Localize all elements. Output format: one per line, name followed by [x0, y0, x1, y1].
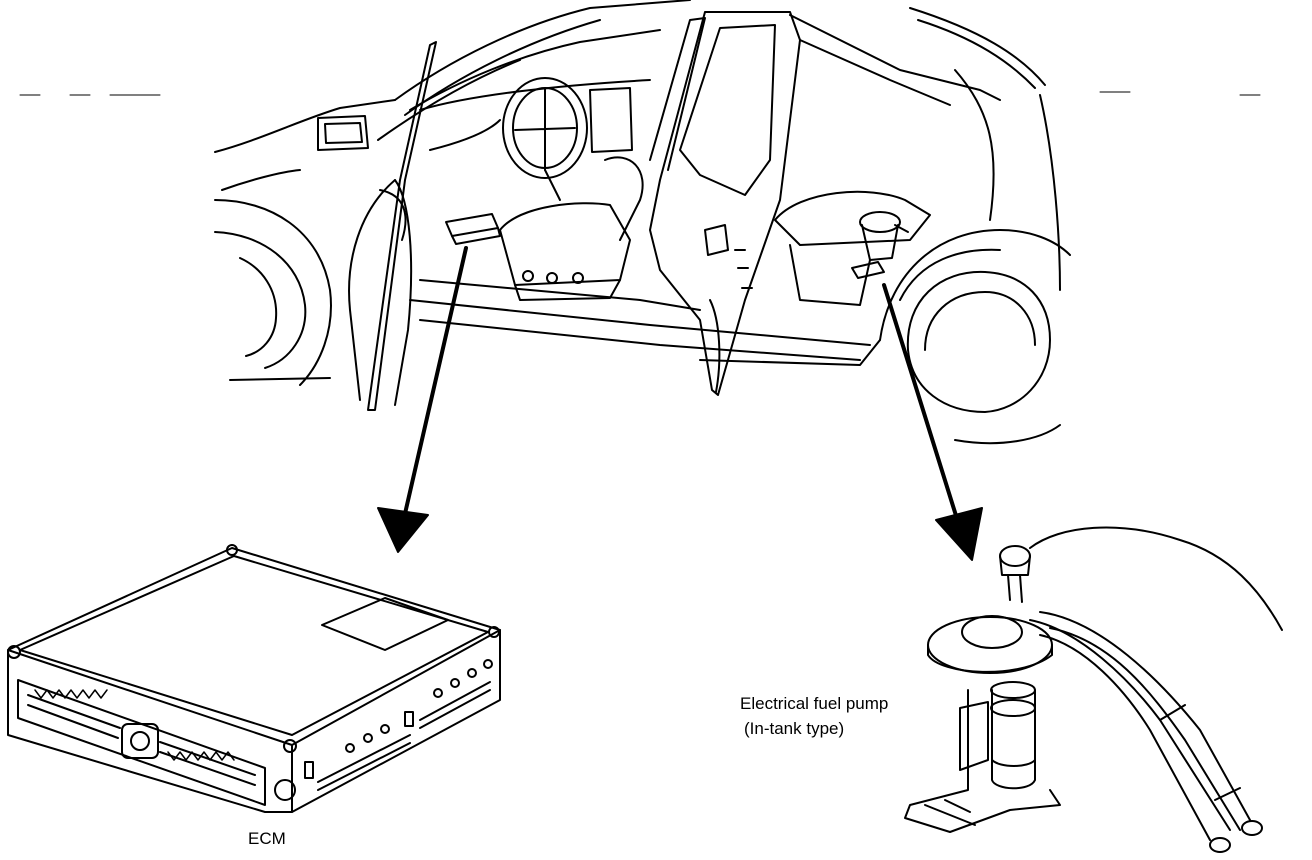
ecm-label: ECM [248, 829, 286, 848]
car-illustration [19, 0, 1261, 445]
ecm-unit-illustration [7, 544, 501, 813]
fuel-pump-type-label: (In-tank type) [744, 719, 845, 738]
fuel-pump-pointer-arrow [882, 283, 983, 561]
fuel-pump-label: Electrical fuel pump [740, 694, 889, 713]
fuel-pump-illustration [904, 526, 1283, 853]
ecm-pointer-arrow [377, 246, 468, 553]
